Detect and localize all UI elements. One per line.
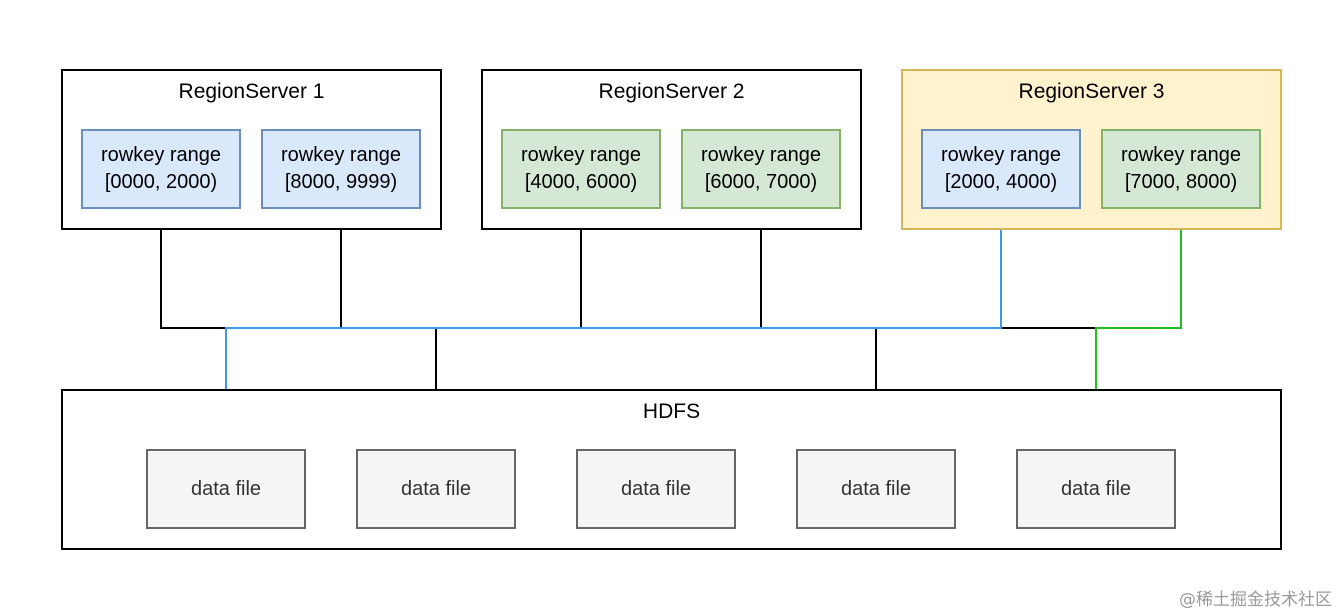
data-file-3: data file (576, 449, 736, 529)
regionserver-3-title: RegionServer 3 (1018, 80, 1165, 103)
watermark: @稀土掘金技术社区 (1179, 590, 1332, 610)
rs1-region-1: rowkey range [0000, 2000) (81, 129, 241, 209)
regionserver-2-title: RegionServer 2 (598, 80, 745, 103)
data-file-2: data file (356, 449, 516, 529)
rs2-region-2: rowkey range [6000, 7000) (681, 129, 841, 209)
data-file-1: data file (146, 449, 306, 529)
region-label: rowkey range (700, 144, 822, 166)
rs3-region-2: rowkey range [7000, 8000) (1101, 129, 1261, 209)
region-label: rowkey range (280, 144, 402, 166)
region-range: [2000, 4000) (944, 171, 1058, 193)
region-range: [4000, 6000) (524, 171, 638, 193)
region-range: [7000, 8000) (1124, 171, 1238, 193)
region-range: [8000, 9999) (284, 171, 398, 193)
region-range: [0000, 2000) (104, 171, 218, 193)
data-file-5: data file (1016, 449, 1176, 529)
region-label: rowkey range (520, 144, 642, 166)
rs2-region-1: rowkey range [4000, 6000) (501, 129, 661, 209)
region-range: [6000, 7000) (704, 171, 818, 193)
rs3-region-1: rowkey range [2000, 4000) (921, 129, 1081, 209)
rs1-region-2: rowkey range [8000, 9999) (261, 129, 421, 209)
regionserver-1-title: RegionServer 1 (178, 80, 325, 103)
region-label: rowkey range (1120, 144, 1242, 166)
data-file-4: data file (796, 449, 956, 529)
hdfs-title: HDFS (642, 400, 701, 423)
region-label: rowkey range (940, 144, 1062, 166)
region-label: rowkey range (100, 144, 222, 166)
